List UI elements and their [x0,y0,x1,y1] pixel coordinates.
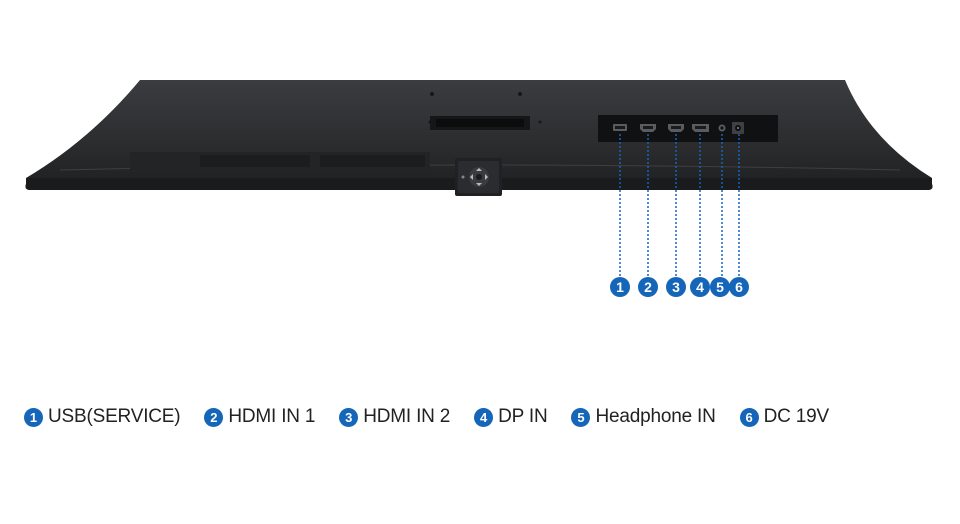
legend-badge-3: 3 [339,407,359,427]
callout-badge-5: 5 [710,277,730,297]
callout-badge-4: 4 [690,277,710,297]
legend-badge-5: 5 [571,407,591,427]
legend-item-hdmi-1: 2 HDMI IN 1 [204,406,315,428]
legend-label-usb: USB(SERVICE) [48,406,181,427]
callout-badge-1: 1 [610,277,630,297]
callout-badge-2: 2 [638,277,658,297]
port-hdmi-1 [640,124,656,132]
callout-number-3: 3 [672,279,680,295]
legend-label-dp: DP IN [498,406,548,427]
port-headphone [718,124,726,132]
legend-label-dc: DC 19V [763,406,830,427]
legend-badge-6: 6 [739,407,759,427]
legend-badge-1: 1 [24,407,43,427]
monitor-back [25,80,933,196]
port-hdmi-2 [668,124,684,132]
callout-number-6: 6 [735,279,743,295]
port-displayport [692,124,709,132]
legend-label-hdmi-2: HDMI IN 2 [363,406,451,427]
legend-item-hdmi-2: 3 HDMI IN 2 [339,406,450,428]
legend-item-dc: 6 DC 19V [739,406,830,428]
callout-badges: 1 2 3 4 5 6 [610,277,749,297]
callout-number-4: 4 [696,279,704,295]
callout-number-5: 5 [716,279,724,295]
legend-label-hdmi-1: HDMI IN 1 [228,406,316,427]
callout-badge-3: 3 [666,277,686,297]
legend-badge-4: 4 [474,407,494,427]
port-legend: 1 USB(SERVICE) 2 HDMI IN 1 3 HDMI IN 2 4… [24,406,829,428]
legend-item-usb: 1 USB(SERVICE) [24,406,181,428]
legend-item-headphone: 5 Headphone IN [571,406,716,428]
legend-label-headphone: Headphone IN [595,406,716,427]
callout-number-1: 1 [616,279,624,295]
joystick-control [455,158,502,196]
port-panel [598,115,778,142]
callout-number-2: 2 [644,279,652,295]
legend-item-dp: 4 DP IN [474,406,548,428]
port-usb [613,124,627,131]
port-dc-power [732,122,744,134]
callout-badge-6: 6 [729,277,749,297]
legend-badge-2: 2 [204,407,224,427]
